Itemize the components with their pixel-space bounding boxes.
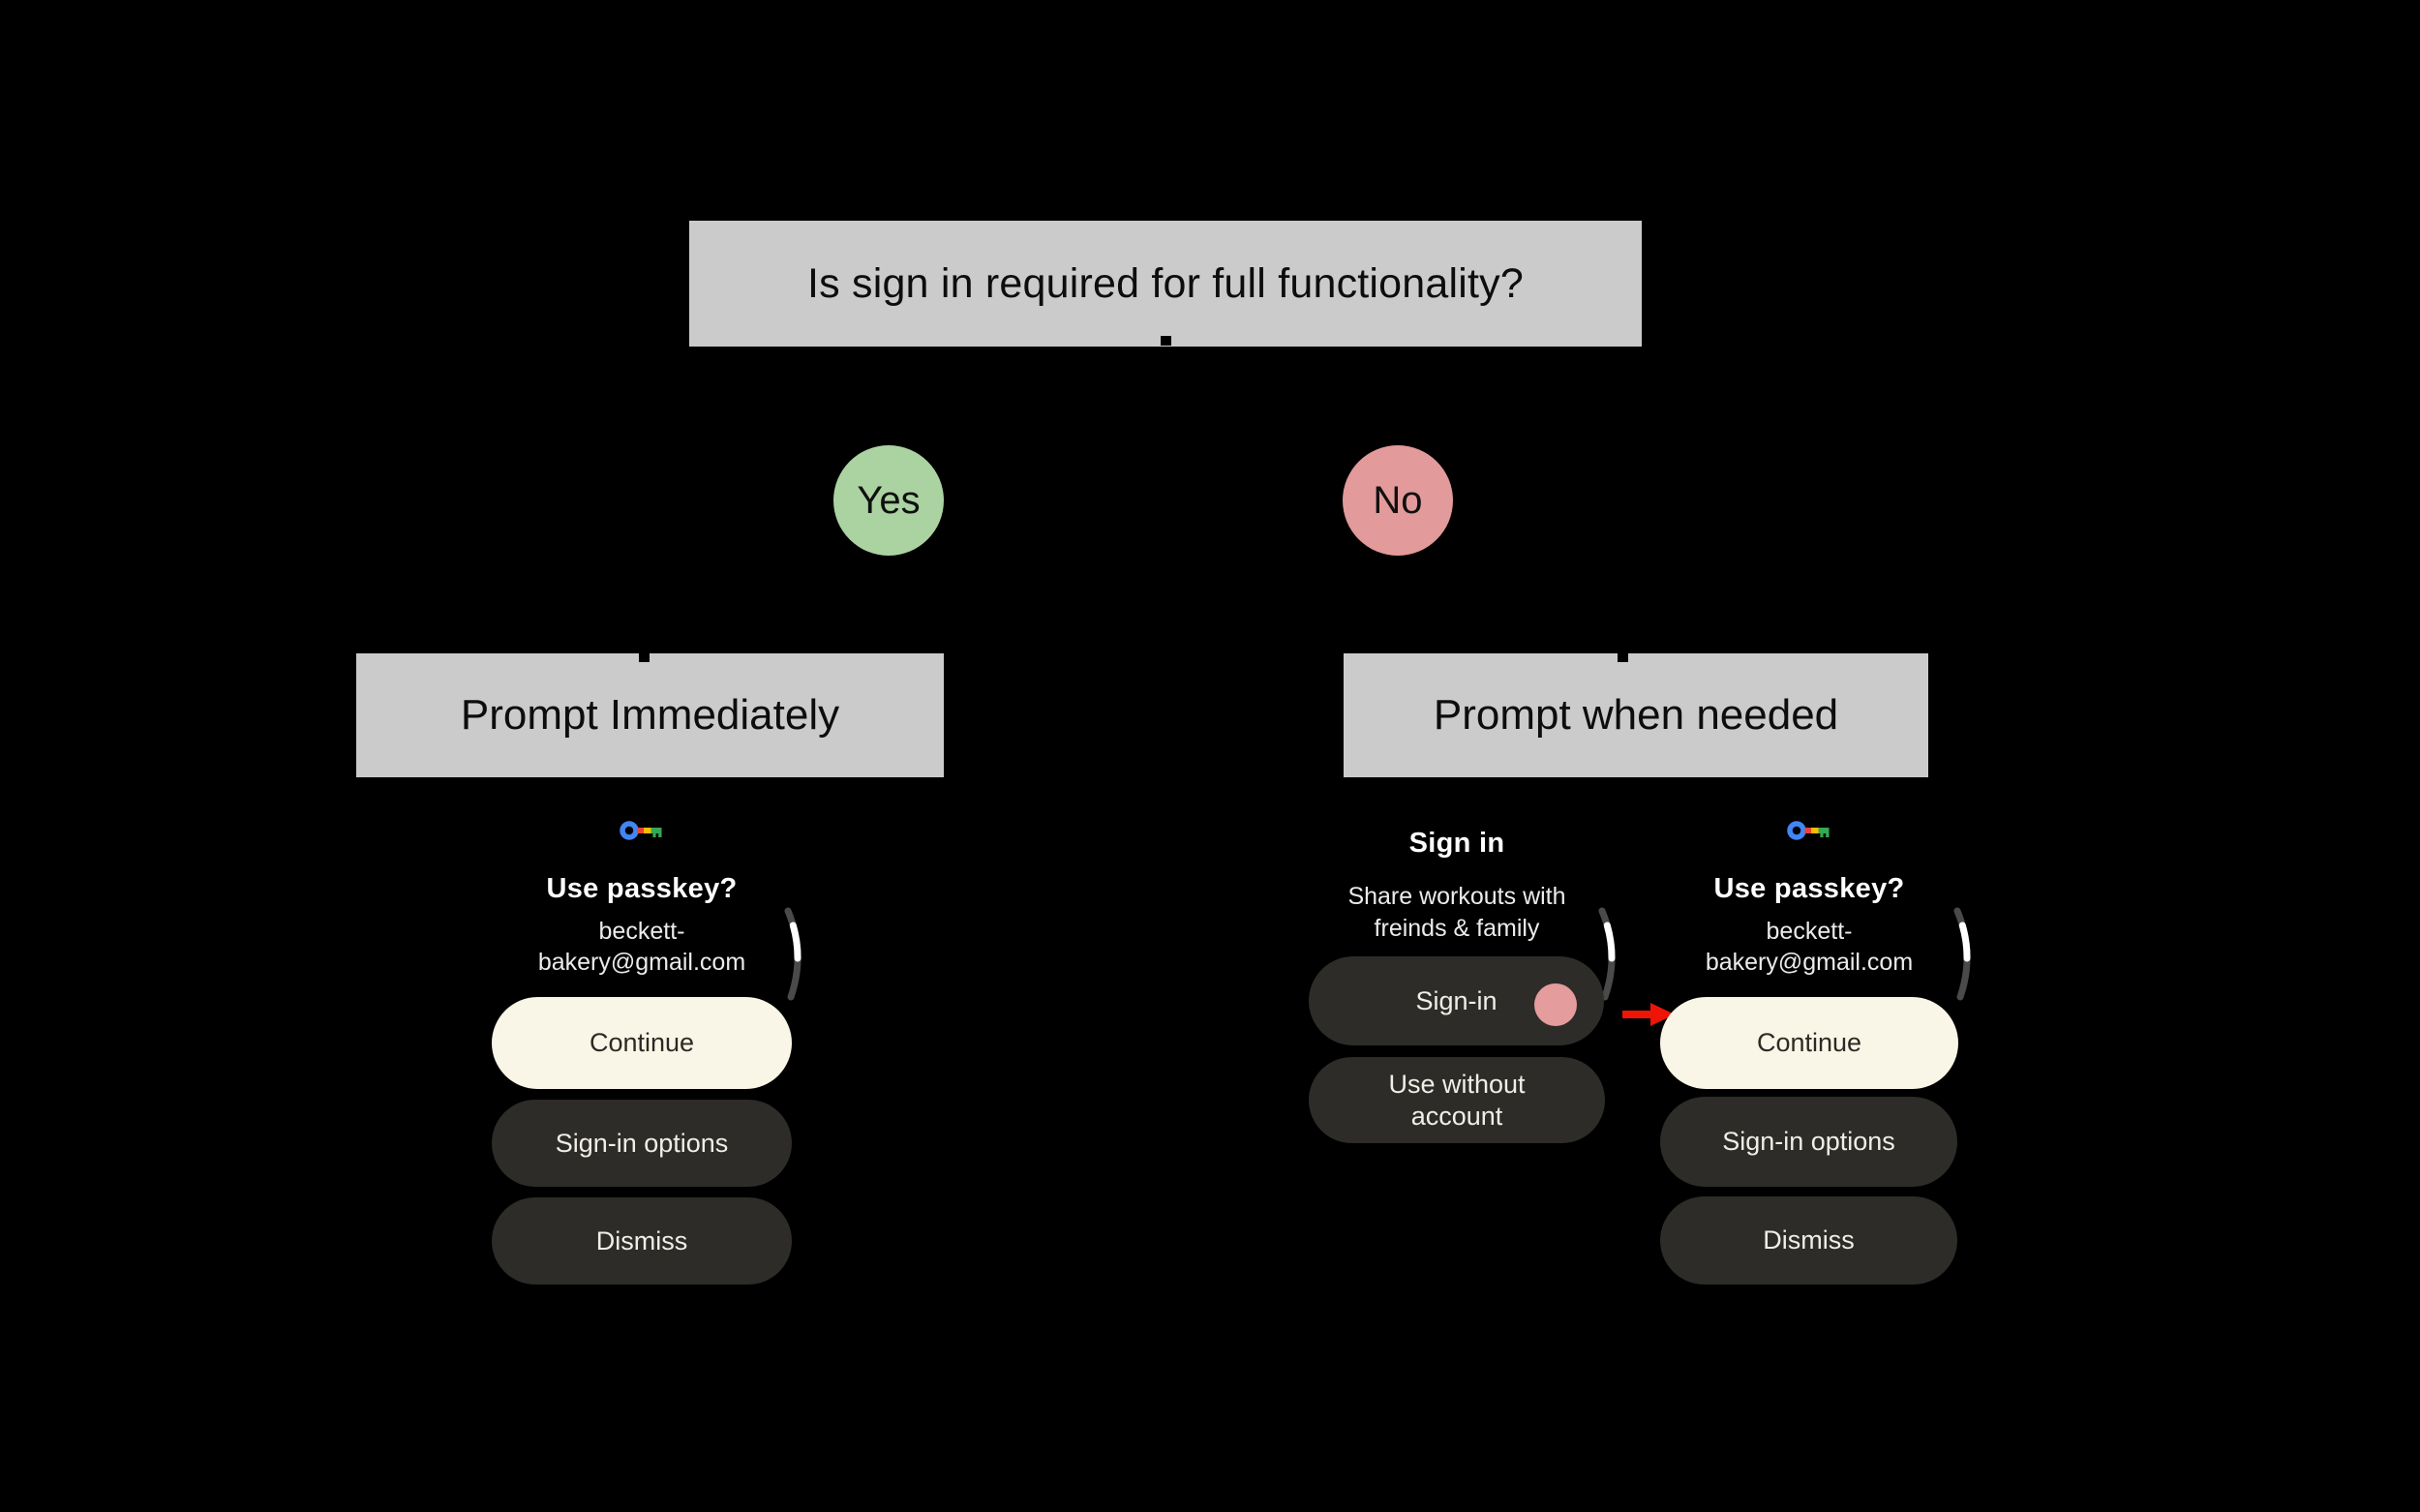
connector-stub-question — [1161, 336, 1171, 346]
branch-box-prompt-immediately: Prompt Immediately — [356, 653, 944, 777]
passkey-email: beckett- bakery@gmail.com — [497, 916, 787, 978]
passkey-icon — [620, 820, 665, 841]
signin-title: Sign in — [1408, 827, 1505, 859]
passkey-email-line1: beckett- — [1766, 918, 1853, 945]
yes-node: Yes — [833, 445, 944, 556]
signin-subtitle-line2: freinds & family — [1374, 915, 1540, 942]
passkey-heading: Use passkey? — [546, 872, 738, 904]
signin-subtitle: Share workouts with freinds & family — [1312, 881, 1602, 945]
passkey-heading: Use passkey? — [1713, 872, 1905, 904]
use-without-account-button[interactable]: Use without account — [1309, 1057, 1605, 1143]
no-node: No — [1343, 445, 1453, 556]
connector-stub-right — [1618, 653, 1628, 662]
branch-yes-label: Prompt Immediately — [460, 691, 840, 739]
question-text: Is sign in required for full functionali… — [807, 259, 1524, 307]
passkey-email: beckett- bakery@gmail.com — [1664, 916, 1954, 978]
connector-stub-left — [639, 653, 650, 662]
branch-box-prompt-when-needed: Prompt when needed — [1344, 653, 1928, 777]
branch-no-label: Prompt when needed — [1433, 691, 1839, 739]
use-without-line2: account — [1410, 1101, 1503, 1131]
red-right-arrow-icon — [1622, 1000, 1675, 1029]
continue-button[interactable]: Continue — [1660, 997, 1958, 1089]
passkey-email-line1: beckett- — [598, 918, 685, 945]
dismiss-button[interactable]: Dismiss — [1660, 1196, 1957, 1285]
scroll-indicator-arc[interactable] — [1588, 906, 1627, 1005]
question-box: Is sign in required for full functionali… — [689, 221, 1642, 347]
passkey-email-line2: bakery@gmail.com — [537, 949, 746, 976]
signin-subtitle-line1: Share workouts with — [1347, 883, 1566, 910]
scroll-indicator-arc[interactable] — [774, 906, 813, 1005]
yes-label: Yes — [857, 478, 921, 522]
signin-options-button[interactable]: Sign-in options — [1660, 1097, 1957, 1187]
passkey-icon — [1787, 820, 1832, 841]
dismiss-button[interactable]: Dismiss — [492, 1197, 792, 1285]
scroll-indicator-arc[interactable] — [1944, 906, 1982, 1005]
continue-button[interactable]: Continue — [492, 997, 792, 1089]
no-label: No — [1373, 478, 1423, 522]
signin-options-button[interactable]: Sign-in options — [492, 1100, 792, 1187]
passkey-email-line2: bakery@gmail.com — [1705, 949, 1914, 976]
use-without-line1: Use without — [1388, 1069, 1526, 1099]
tap-indicator-dot — [1534, 983, 1577, 1026]
